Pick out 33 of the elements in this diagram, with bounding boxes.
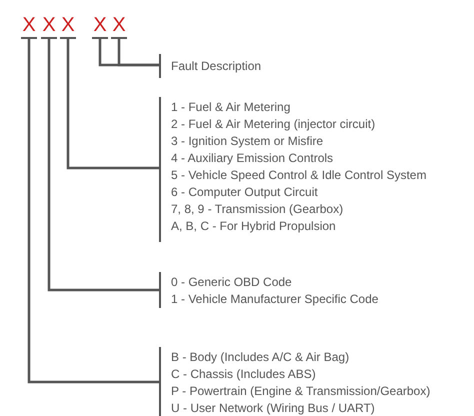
description-text: Fault Description (171, 58, 262, 75)
code-character (60, 15, 76, 39)
description-text: 1 - Vehicle Manufacturer Specific Code (171, 291, 378, 308)
code-character (21, 15, 37, 39)
description-text: C - Chassis (Includes ABS) (171, 366, 317, 383)
description-text: P - Powertrain (Engine & Transmission/Gearbox) (171, 383, 430, 400)
code-letter: X (93, 15, 107, 35)
description-text: U - User Network (Wiring Bus / UART) (171, 400, 376, 416)
connector-line (28, 39, 159, 384)
description-text: 3 - Ignition System or Misfire (171, 133, 324, 150)
description-text: B - Body (Includes A/C & Air Bag) (171, 349, 350, 366)
code-character (111, 15, 127, 39)
description-text: 1 - Fuel & Air Metering (171, 99, 292, 116)
code-letter: X (61, 15, 75, 35)
connector-line (48, 39, 159, 292)
description-text: 7, 8, 9 - Transmission (Gearbox) (171, 201, 344, 218)
code-character (41, 15, 57, 39)
description-text: 6 - Computer Output Circuit (171, 184, 319, 201)
description-bracket (159, 54, 262, 78)
description-text: A, B, C - For Hybrid Propulsion (171, 218, 337, 235)
connector-line (66, 39, 159, 170)
description-bracket (159, 97, 426, 242)
description-text: 4 - Auxiliary Emission Controls (171, 150, 334, 167)
code-character (92, 15, 108, 39)
connector-line (118, 39, 159, 66)
description-bracket (159, 347, 430, 416)
code-letter: X (22, 15, 36, 35)
code-letter: X (112, 15, 126, 35)
description-text: 5 - Vehicle Speed Control & Idle Control System (171, 167, 426, 184)
description-text: 0 - Generic OBD Code (171, 274, 293, 291)
description-text: 2 - Fuel & Air Metering (injector circuit) (171, 116, 376, 133)
description-bracket (159, 272, 378, 308)
code-letter: X (42, 15, 56, 35)
